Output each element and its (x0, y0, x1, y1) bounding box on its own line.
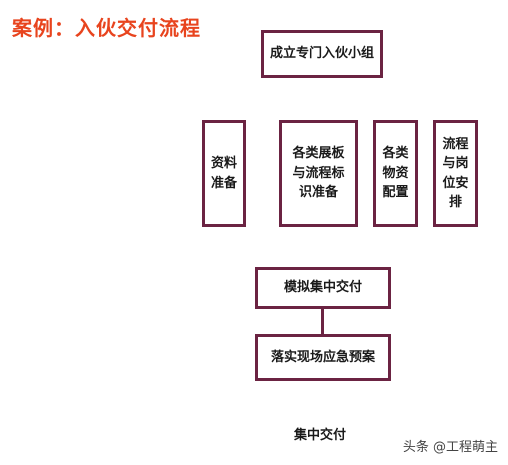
page-title: 案例：入伙交付流程 (12, 16, 201, 40)
node-samples-signage: 各类展板与流程标识准备 (279, 120, 358, 227)
node-simulate-delivery-label: 模拟集中交付 (283, 280, 362, 296)
node-simulate-delivery: 模拟集中交付 (255, 267, 391, 309)
node-roles: 流程与岗位安排 (433, 120, 478, 227)
connector-line (321, 309, 324, 334)
node-roles-label: 流程与岗位安排 (442, 136, 469, 211)
node-data-prep: 资料准备 (202, 120, 246, 227)
node-form-team-label: 成立专门入伙小组 (269, 46, 374, 62)
node-form-team: 成立专门入伙小组 (261, 30, 383, 78)
node-data-prep-label: 资料准备 (210, 156, 237, 191)
node-samples-signage-label: 各类展板与流程标识准备 (292, 146, 345, 201)
node-emergency-plan-label: 落实现场应急预案 (270, 349, 375, 365)
node-supplies: 各类物资配置 (373, 120, 418, 227)
watermark: 头条 @工程萌主 (402, 440, 498, 455)
node-supplies-label: 各类物资配置 (382, 146, 409, 201)
node-final-delivery: 集中交付 (294, 428, 347, 443)
node-emergency-plan: 落实现场应急预案 (255, 334, 391, 381)
